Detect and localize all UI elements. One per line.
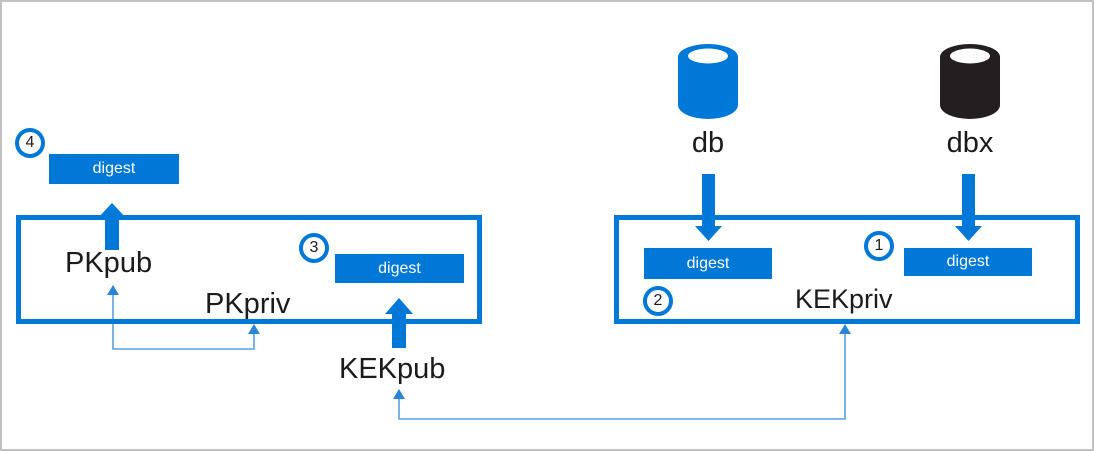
- step-badge-4: 4: [15, 128, 45, 158]
- db-label: db: [691, 127, 725, 159]
- step-badge-2: 2: [643, 286, 673, 316]
- digest-chip-step4: digest: [49, 154, 179, 184]
- connector-kekpriv-signs-kekpub: [393, 324, 851, 420]
- db-database-icon: [678, 44, 738, 120]
- digest-chip-step3: digest: [335, 254, 464, 283]
- kek-key-box: [614, 215, 1080, 324]
- dbx-database-icon: [940, 44, 1000, 120]
- kekpub-label: KEKpub: [339, 353, 446, 385]
- step-badge-3: 3: [299, 233, 329, 263]
- digest-chip-step1: digest: [904, 248, 1032, 276]
- pkpub-label: PKpub: [65, 247, 153, 279]
- dbx-label: dbx: [946, 127, 994, 159]
- digest-chip-step2: digest: [644, 248, 772, 279]
- kekpriv-label: KEKpriv: [795, 284, 893, 314]
- step-badge-1: 1: [864, 231, 894, 261]
- pkpriv-label: PKpriv: [205, 288, 291, 320]
